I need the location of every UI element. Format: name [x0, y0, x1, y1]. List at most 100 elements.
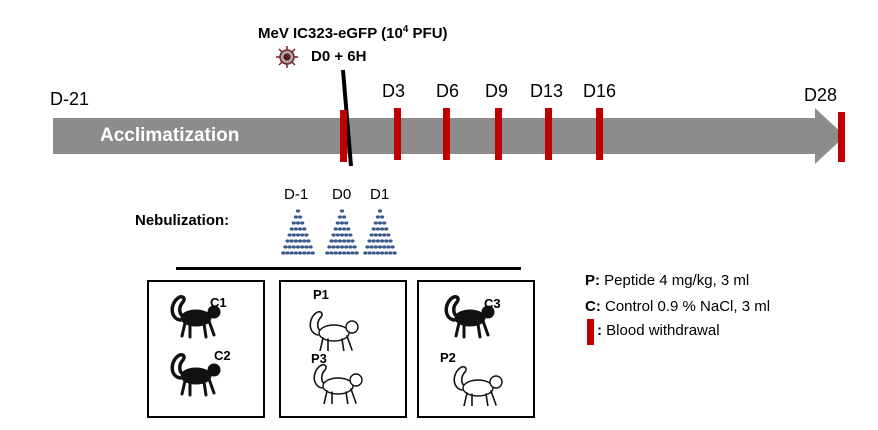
blood-marker-d6: [443, 108, 450, 160]
blood-marker-d13: [545, 108, 552, 160]
spray-droplet: [339, 233, 345, 237]
spray-droplet: [350, 239, 355, 243]
spray-droplet: [298, 227, 303, 231]
spray-droplet: [371, 227, 376, 231]
spray-droplet: [295, 233, 301, 237]
day-label-d3: D3: [382, 81, 406, 101]
spray-droplet: [354, 251, 359, 255]
legend-blood-marker: [587, 319, 594, 345]
spray-droplet: [289, 251, 294, 255]
spray-droplet: [339, 245, 345, 249]
neb-day-label: D1: [370, 186, 390, 203]
spray-droplet: [346, 251, 351, 255]
spray-droplet: [380, 215, 385, 219]
spray-droplet: [375, 239, 380, 243]
blood-marker-d28: [838, 112, 845, 162]
timeline-end-label: D28: [804, 85, 838, 105]
monkey-icon: [309, 310, 359, 351]
spray-droplet: [339, 221, 345, 225]
spray-droplet: [295, 221, 301, 225]
spray-droplet: [335, 233, 340, 237]
day-label-d16: D16: [583, 81, 617, 101]
spray-droplet: [369, 245, 374, 249]
spray-droplet: [373, 221, 378, 225]
spray-droplet: [344, 233, 349, 237]
spray-droplet: [388, 239, 393, 243]
spray-droplet: [333, 227, 338, 231]
spray-droplet: [298, 239, 303, 243]
spray-droplet: [348, 233, 353, 237]
spray-droplet: [342, 215, 347, 219]
neb-day-label: D-1: [284, 186, 309, 203]
spray-droplet: [293, 227, 298, 231]
spray-droplet: [285, 251, 290, 255]
spray-droplet: [373, 245, 378, 249]
spray-droplet: [300, 221, 305, 225]
spray-droplet: [369, 233, 374, 237]
nebulization-label: Nebulization:: [135, 212, 230, 229]
spray-droplet: [329, 251, 334, 255]
spray-droplet: [339, 209, 345, 213]
monkey-icon: [313, 363, 363, 404]
blood-marker-d0: [340, 110, 347, 162]
spray-droplet: [377, 233, 383, 237]
legend-control: C: Control 0.9 % NaCl, 3 ml: [585, 298, 771, 315]
spray-droplet: [293, 215, 298, 219]
spray-droplet: [382, 221, 387, 225]
spray-droplet: [382, 245, 387, 249]
spray-droplet: [295, 209, 301, 213]
spray-droplet: [289, 227, 294, 231]
spray-droplet: [346, 227, 351, 231]
spray-droplet: [287, 233, 292, 237]
timeline-start-label: D-21: [50, 89, 90, 109]
spray-droplet: [289, 239, 294, 243]
spray-droplet: [380, 227, 385, 231]
spray-droplet: [283, 245, 288, 249]
spray-droplet: [302, 251, 307, 255]
spray-droplet: [306, 251, 311, 255]
spray-droplet: [365, 245, 370, 249]
spray-droplet: [331, 233, 336, 237]
cage-1: [147, 280, 265, 418]
monkey-icon: [170, 353, 221, 397]
spray-droplet: [304, 245, 309, 249]
spray-droplet: [291, 233, 296, 237]
spray-droplet: [392, 251, 397, 255]
spray-droplet: [382, 233, 387, 237]
spray-droplet: [306, 239, 311, 243]
animal-label: P2: [440, 350, 456, 365]
spray-droplet: [337, 251, 342, 255]
spray-droplet: [363, 251, 368, 255]
day-label-d6: D6: [436, 81, 460, 101]
spray-droplet: [302, 239, 307, 243]
blood-marker-d16: [596, 108, 603, 160]
spray-droplet: [298, 215, 303, 219]
spray-droplet: [337, 215, 342, 219]
animal-label: C3: [484, 296, 501, 311]
spray-droplet: [329, 239, 334, 243]
spray-droplet: [333, 251, 338, 255]
infection-time: D0 + 6H: [311, 48, 367, 65]
spray-droplet: [287, 245, 292, 249]
virus-icon: [276, 46, 298, 68]
spray-droplet: [350, 251, 355, 255]
spray-droplet: [342, 251, 347, 255]
spray-droplet: [304, 233, 309, 237]
spray-droplet: [335, 221, 340, 225]
monkey-icon: [170, 295, 221, 339]
animal-label: C2: [214, 348, 231, 363]
spray-droplet: [344, 221, 349, 225]
day-label-d13: D13: [530, 81, 564, 101]
animal-label: C1: [210, 295, 227, 310]
spray-droplet: [377, 221, 383, 225]
spray-droplet: [337, 227, 342, 231]
cage-3: [417, 280, 535, 418]
spray-droplet: [342, 239, 347, 243]
spray-droplet: [377, 209, 383, 213]
day-label-d9: D9: [485, 81, 509, 101]
spray-droplet: [384, 239, 389, 243]
spray-droplet: [310, 251, 315, 255]
spray-droplet: [333, 239, 338, 243]
spray-droplet: [377, 245, 383, 249]
spray-droplet: [298, 251, 303, 255]
